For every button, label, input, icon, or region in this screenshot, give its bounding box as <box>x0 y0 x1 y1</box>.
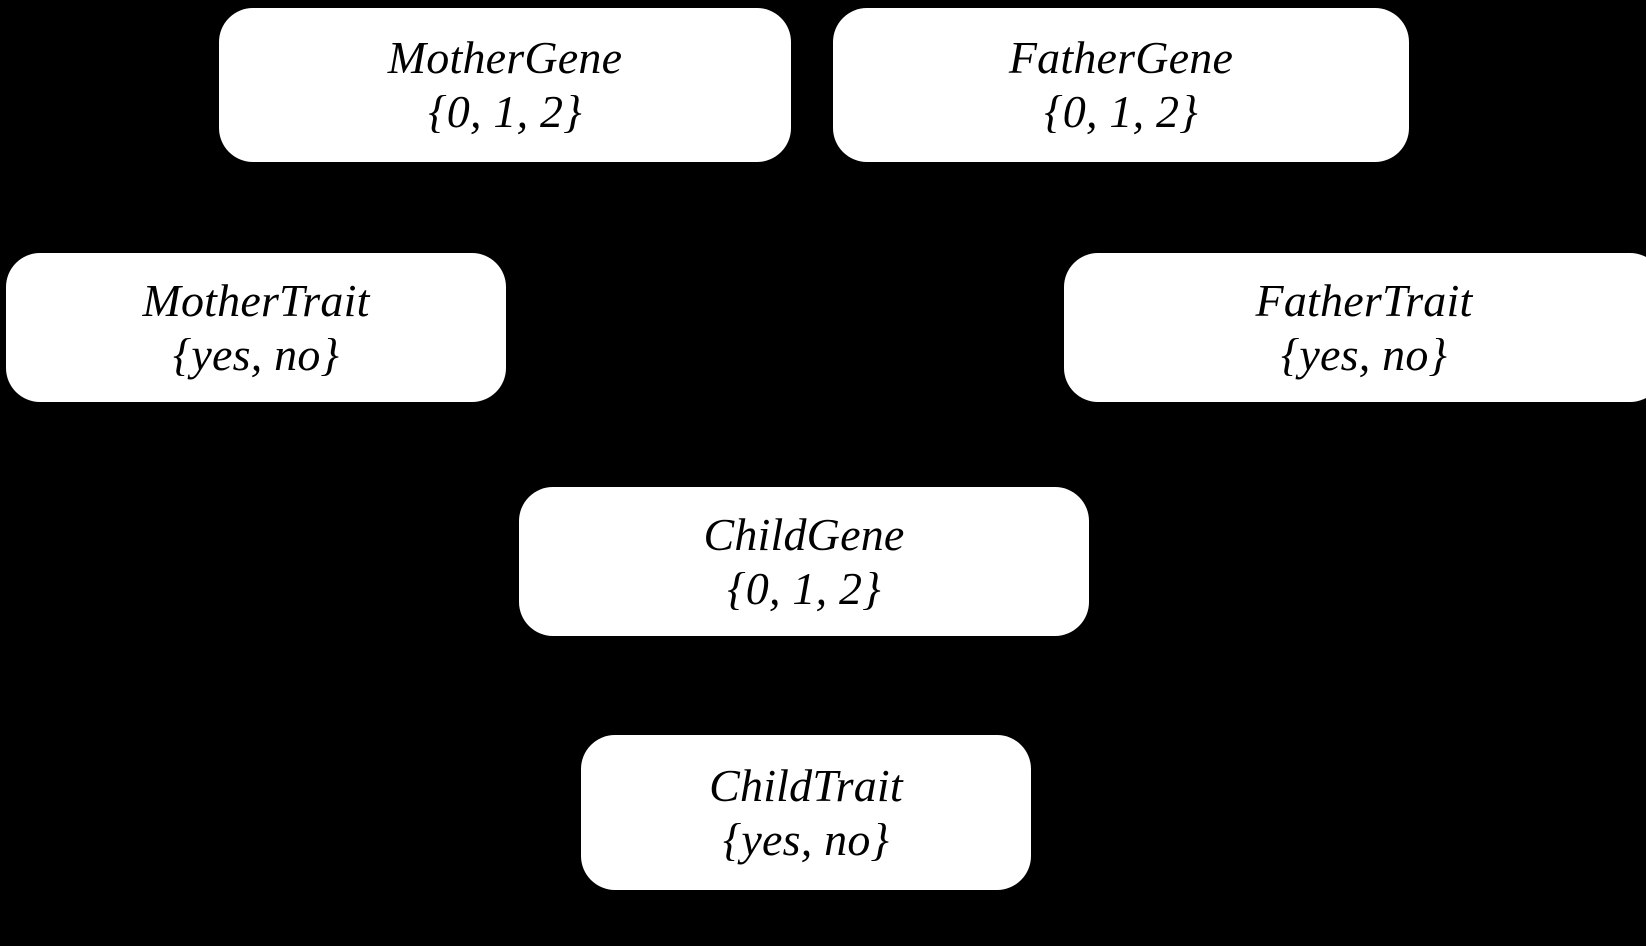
node-father-trait[interactable]: FatherTrait {yes, no} <box>1064 253 1646 402</box>
node-mother-gene-domain: {0, 1, 2} <box>428 86 582 137</box>
node-mother-trait-domain: {yes, no} <box>172 328 340 380</box>
node-father-trait-domain: {yes, no} <box>1280 328 1448 380</box>
node-father-trait-label: FatherTrait <box>1255 274 1473 326</box>
node-child-trait[interactable]: ChildTrait {yes, no} <box>581 735 1031 890</box>
node-child-gene-label: ChildGene <box>703 508 905 560</box>
node-child-trait-domain: {yes, no} <box>722 813 890 865</box>
node-mother-gene-label: MotherGene <box>387 32 623 84</box>
node-child-gene-domain: {0, 1, 2} <box>727 562 881 614</box>
node-mother-trait-label: MotherTrait <box>142 274 370 326</box>
node-father-gene-label: FatherGene <box>1008 32 1234 84</box>
node-father-gene-domain: {0, 1, 2} <box>1044 86 1198 137</box>
node-father-gene[interactable]: FatherGene {0, 1, 2} <box>833 8 1409 162</box>
node-mother-gene[interactable]: MotherGene {0, 1, 2} <box>219 8 791 162</box>
node-child-trait-label: ChildTrait <box>709 759 903 811</box>
node-child-gene[interactable]: ChildGene {0, 1, 2} <box>519 487 1089 636</box>
node-mother-trait[interactable]: MotherTrait {yes, no} <box>6 253 506 402</box>
